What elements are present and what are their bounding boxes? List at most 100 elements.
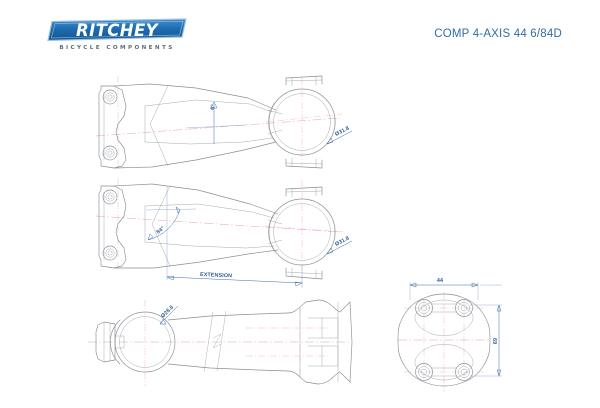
break-zigzag [212, 333, 222, 349]
plan-waist-upper [287, 299, 319, 314]
faceplate-bolt-boss-tr [455, 299, 473, 317]
faceplate-bolt-boss-br [455, 363, 473, 381]
extension-label: EXTENSION [200, 272, 232, 279]
steerer-clamp-outline-mid [98, 185, 127, 269]
stem-internal-taper-upper-mid [144, 203, 275, 219]
barclamp-gap-lines-mid [267, 219, 283, 245]
height-arrow-bottom [496, 369, 502, 377]
steerer-bolt-hole-upper-mid [107, 194, 113, 200]
diameter-leader-arrow-mid [326, 247, 334, 255]
angle-label-84deg: 84° [156, 226, 166, 236]
diameter-label-steerer: Ø28.6 [160, 304, 175, 319]
steerer-bolt-boss-lower-top [102, 145, 118, 161]
plan-body-upper-edge-left [167, 312, 289, 321]
faceplate-bolt-head-tr [458, 302, 470, 314]
steerer-bolt-boss-upper-mid [102, 189, 118, 205]
faceplate-inner-relief-lower [414, 344, 474, 381]
barclamp-bore-circle-mid [273, 203, 331, 261]
faceplate-bolt-boss-bl [415, 363, 433, 381]
stem-body-lower-edge-mid [113, 249, 279, 269]
diameter-leader-top [326, 130, 353, 145]
stem-axis-centerline-mid [95, 215, 341, 233]
barclamp-faceplate-arc-top [268, 101, 276, 143]
faceplate-bolt-detail-lower-top [285, 157, 323, 168]
steerer-clamp-outline-top [98, 85, 127, 169]
plan-faceplate-outer-edge [349, 301, 353, 383]
barclamp-h-centerline-mid [263, 225, 345, 233]
plan-steerer-clamp-block-lines [103, 321, 111, 363]
width-arrow-left [409, 282, 417, 288]
stem-body-upper-edge-mid [113, 183, 279, 215]
faceplate-bolt-socket-br [460, 368, 468, 376]
steerer-bolt-head-lower-mid [105, 248, 115, 258]
barclamp-rear-arc-top [326, 99, 336, 145]
stem-web-curve-top [149, 85, 169, 167]
angle-arc-arrow-end-mid [175, 206, 181, 214]
stem-body-lower-edge-top [113, 141, 277, 169]
plan-steerer-clamp-arc [110, 319, 121, 365]
angle-ref-horizontal-mid [145, 208, 197, 211]
steerer-bolt-head-lower-top [105, 148, 115, 158]
faceplate-height-label: 69 [493, 338, 499, 344]
faceplate-bolt-detail-upper-top [285, 76, 323, 87]
faceplate-bolt-detail-upper-mid [285, 187, 323, 198]
faceplate-bolt-socket-tl [420, 304, 428, 312]
diameter-leader-arrow-top [326, 137, 334, 145]
angle-dim-horizontal-top [185, 124, 247, 129]
logo-tagline: BICYCLE COMPONENTS [59, 45, 175, 51]
barclamp-h-centerline-top [265, 113, 343, 123]
barclamp-outer-circle-top [268, 88, 336, 156]
barclamp-gap-lines-top [267, 109, 283, 135]
width-arrow-right [471, 282, 479, 288]
extension-arrow-right [294, 281, 303, 287]
faceplate-width-label: 44 [437, 278, 443, 284]
view-plan-top: Ø28.6 [88, 299, 353, 386]
angle-label-6deg: 6° [210, 104, 217, 110]
faceplate-bolt-head-bl [418, 366, 430, 378]
steerer-bolt-head-upper-mid [105, 192, 115, 202]
stem-internal-taper-upper-top [144, 99, 273, 113]
view-side-84deg: 84° EXTENSION Ø31.8 [95, 178, 353, 288]
angle-arc-84deg-mid [147, 209, 181, 241]
angle-dim-arrow-top [210, 101, 218, 109]
faceplate-bolt-detail-lower-mid [285, 267, 323, 279]
faceplate-bolt-bridge-lower [431, 367, 457, 377]
faceplate-bolt-bridge-upper [431, 303, 457, 313]
extension-dim-line [166, 276, 303, 284]
plan-steerer-slot [114, 335, 125, 349]
break-line-b [216, 310, 227, 372]
stem-internal-taper-lower-top [144, 137, 273, 145]
steerer-bolt-boss-upper-top [102, 89, 118, 105]
faceplate-bolt-socket-tr [460, 304, 468, 312]
angle-arc-arrow-start-mid [147, 233, 154, 241]
faceplate-bolt-head-br [458, 366, 470, 378]
plan-faceplate-lower-scallop [317, 371, 351, 385]
steerer-bolt-hole-upper-top [107, 94, 113, 100]
barclamp-faceplate-arc-mid [268, 211, 276, 253]
view-side-6deg: 6° Ø31.8 [95, 75, 353, 169]
stem-web-curve-mid [151, 185, 171, 267]
faceplate-inner-relief-upper [414, 299, 474, 336]
plan-faceplate-upper-scallop [317, 299, 351, 313]
steerer-bolt-hole-lower-mid [107, 250, 113, 256]
break-line-a [203, 311, 214, 373]
faceplate-outline [397, 293, 491, 387]
plan-diameter-leader-arrow [159, 318, 167, 325]
logo-badge-shape [47, 18, 187, 42]
plan-waist-lower [287, 370, 319, 385]
plan-diameter-leader [159, 305, 179, 325]
faceplate-bolt-head-tl [418, 302, 430, 314]
page-title: COMP 4-AXIS 44 6/84D [434, 28, 562, 40]
extension-arrow-left [166, 275, 175, 281]
stem-body-upper-edge-top [113, 83, 277, 111]
view-faceplate: 44 69 [397, 278, 502, 392]
faceplate-bolt-socket-bl [420, 368, 428, 376]
stem-axis-centerline-top [95, 117, 341, 137]
barclamp-bore-circle-top [273, 93, 331, 151]
steerer-bolt-boss-lower-mid [102, 245, 118, 261]
height-arrow-top [496, 304, 502, 312]
plan-body-lower-edge-left [167, 363, 289, 372]
plan-steerer-bore-circle [119, 316, 171, 368]
